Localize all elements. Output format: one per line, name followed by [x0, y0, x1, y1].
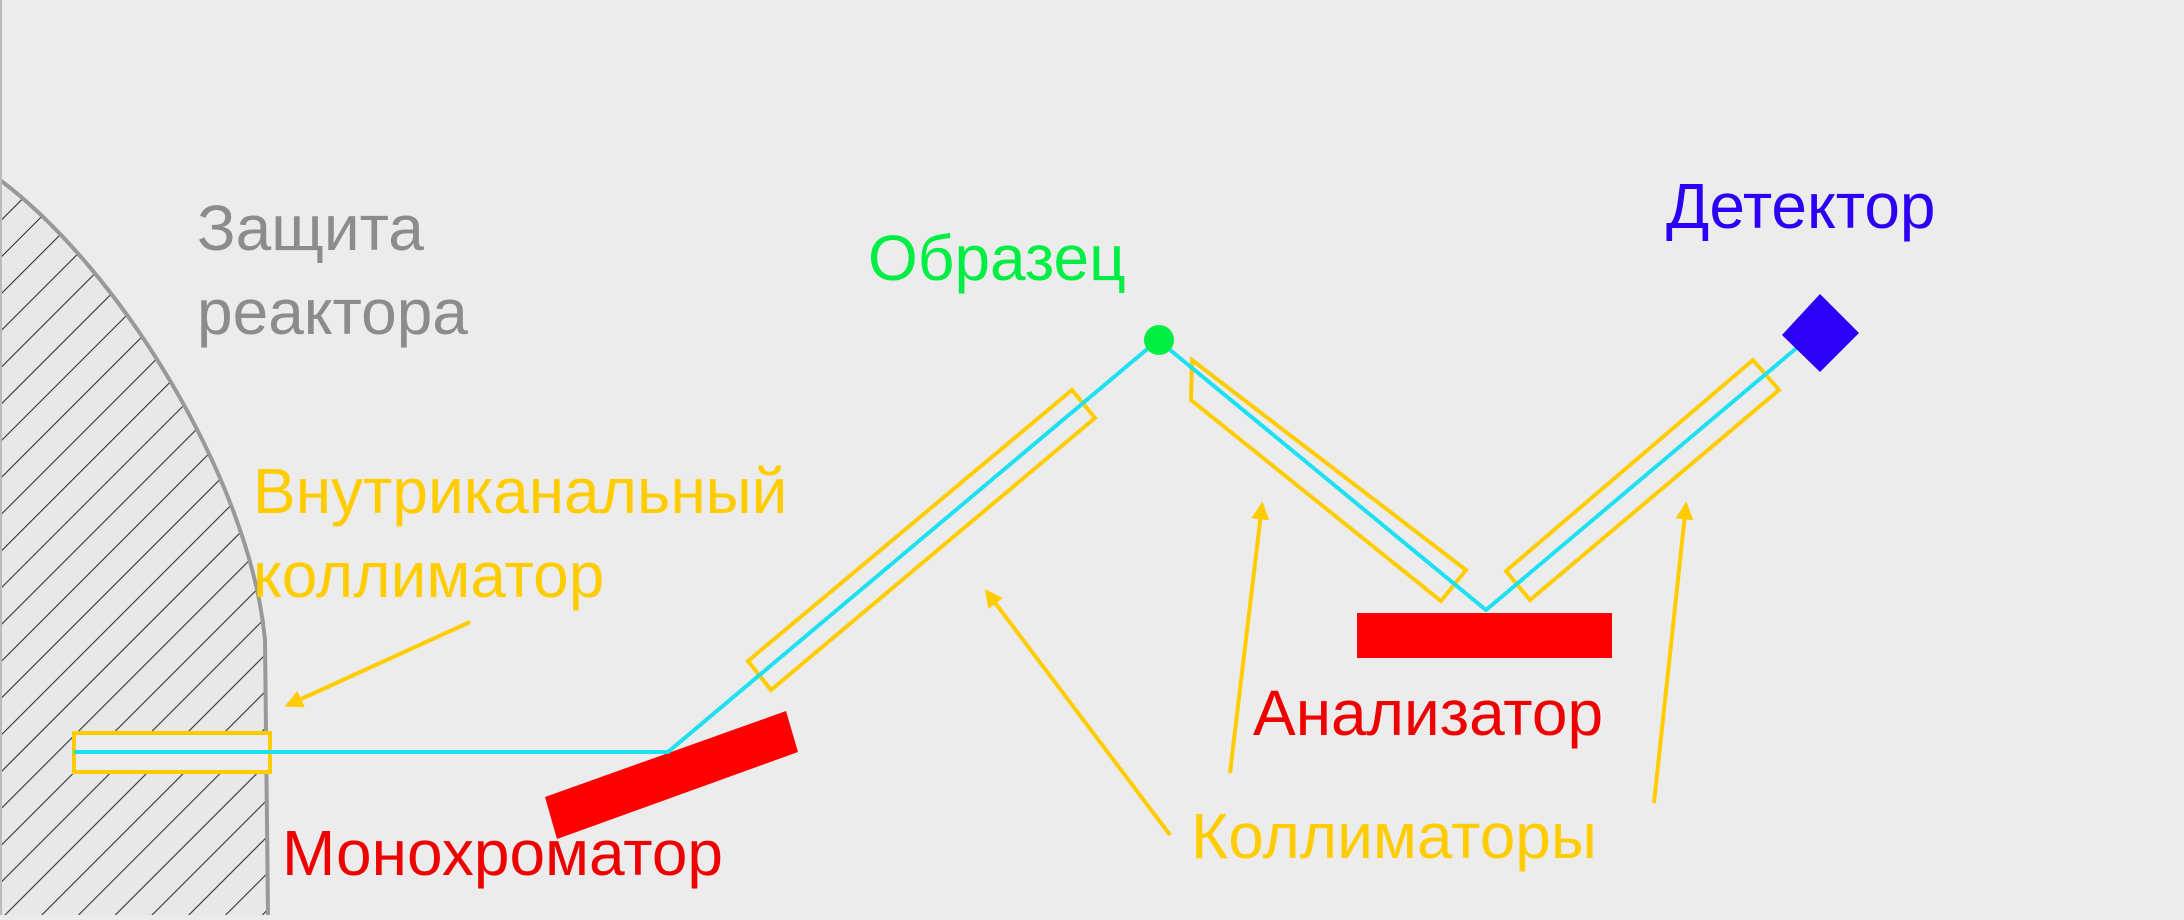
arrow-to-collimator-sample-analyzer [1228, 501, 1270, 774]
collimator-sample-analyzer [1188, 356, 1469, 604]
collimator-analyzer-detector [1503, 357, 1782, 603]
collimators-label: Коллиматоры [1191, 800, 1597, 872]
shield-label-line2: реактора [197, 276, 468, 348]
arrow-to-collimator-analyzer-detector [1652, 501, 1694, 804]
detector-label: Детектор [1666, 170, 1936, 242]
analyzer-crystal [1357, 613, 1612, 658]
arrow-to-inpile-collimator [284, 620, 471, 708]
inpile-collimator-label-line1: Внутриканальный [253, 455, 787, 527]
detector-square-icon [1782, 294, 1859, 372]
inpile-collimator-label-line2: коллиматор [253, 539, 604, 611]
analyzer-label: Анализатор [1253, 677, 1603, 749]
sample-circle-icon [1144, 325, 1174, 355]
monochromator-label: Монохроматор [282, 817, 723, 889]
sample-label: Образец [868, 222, 1126, 294]
shield-label-line1: Защита [197, 192, 424, 264]
monochromator-crystal [545, 711, 798, 839]
arrow-to-collimator-mono-sample [984, 589, 1172, 837]
collimator-mono-sample [745, 387, 1098, 693]
